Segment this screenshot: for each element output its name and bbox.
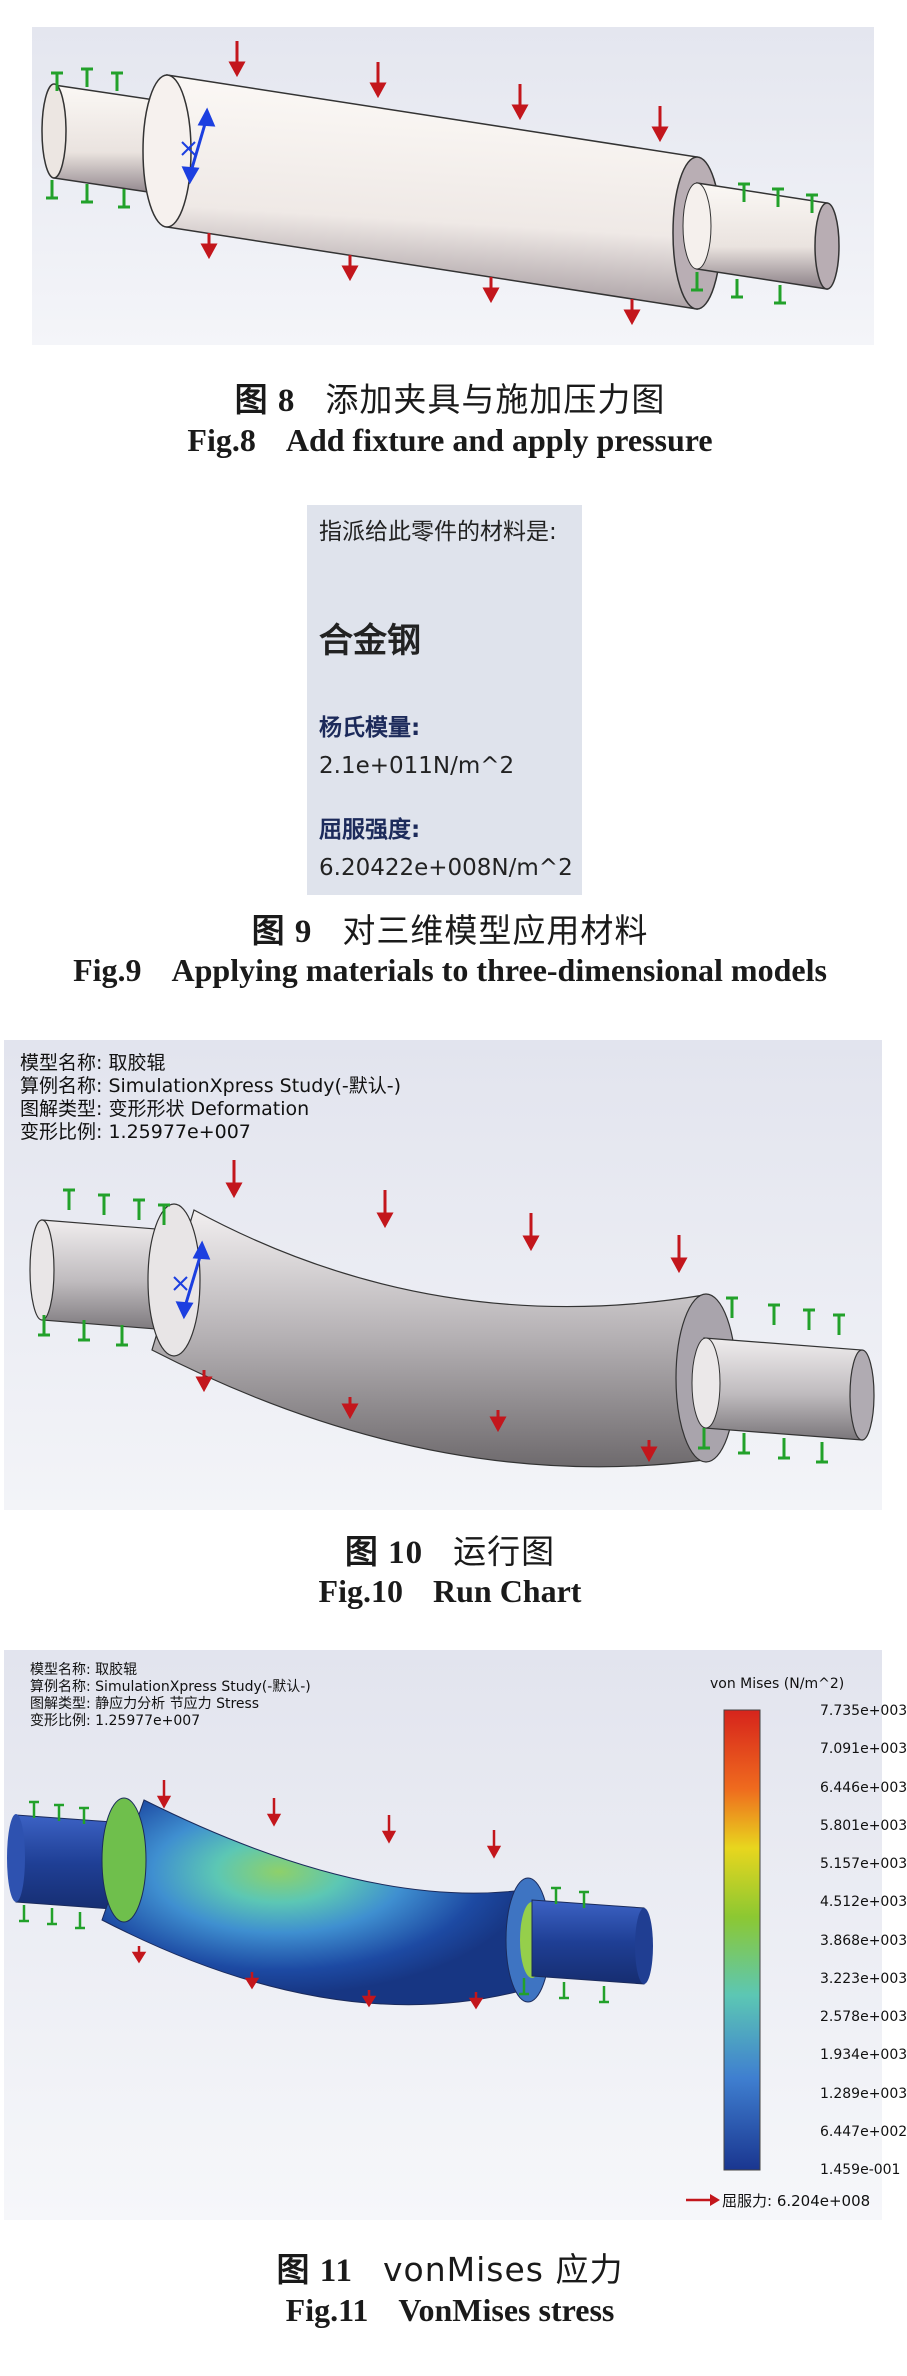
figure-9-title-en: Applying materials to three-dimensional … <box>171 952 827 988</box>
legend-value: 3.223e+003 <box>820 1970 907 1987</box>
figure-8-number-en: Fig.8 <box>187 422 256 458</box>
stress-study-name: 算例名称: SimulationXpress Study(-默认-) <box>30 1679 311 1695</box>
run-deformation-scale: 变形比例: 1.25977e+007 <box>20 1121 251 1143</box>
figure-10-title-cn: 运行图 <box>453 1532 556 1571</box>
legend-value: 7.091e+003 <box>820 1741 907 1758</box>
figure-9-number-cn: 图 9 <box>251 914 313 950</box>
yield-strength-label: 屈服强度: <box>319 817 421 843</box>
figure-11-number-cn: 图 11 <box>276 2253 353 2289</box>
figure-10-number-en: Fig.10 <box>318 1573 403 1609</box>
figure-9-number-en: Fig.9 <box>73 952 142 988</box>
figure-11-title-cn: vonMises 应力 <box>382 2250 624 2289</box>
figure-8-image <box>32 27 874 345</box>
yield-strength-value: 6.20422e+008N/m^2 <box>319 855 573 881</box>
figure-9-caption-cn: 图 9 对三维模型应用材料 <box>0 904 900 952</box>
figure-11-image: 模型名称: 取胶辊 算例名称: SimulationXpress Study(-… <box>4 1650 882 2220</box>
figure-10-caption-en: Fig.10 Run Chart <box>0 1573 900 1610</box>
legend-value: 3.868e+003 <box>820 1932 907 1949</box>
material-panel: 指派给此零件的材料是: 合金钢 杨氏模量: 2.1e+011N/m^2 屈服强度… <box>307 505 582 895</box>
stress-model-name: 模型名称: 取胶辊 <box>30 1662 138 1678</box>
legend-value: 2.578e+003 <box>820 2009 907 2025</box>
figure-11-caption-en: Fig.11 VonMises stress <box>0 2292 900 2329</box>
run-plot-type: 图解类型: 变形形状 Deformation <box>20 1098 310 1120</box>
legend-value: 5.801e+003 <box>820 1817 907 1834</box>
legend-value: 1.934e+003 <box>820 2047 907 2064</box>
legend-value: 6.446e+003 <box>820 1779 907 1796</box>
figure-10-number-cn: 图 10 <box>344 1535 424 1571</box>
youngs-modulus-label: 杨氏模量: <box>319 715 421 741</box>
figure-9-caption-en: Fig.9 Applying materials to three-dimensi… <box>0 952 900 989</box>
figure-9-title-cn: 对三维模型应用材料 <box>342 911 649 950</box>
figure-8-title-en: Add fixture and apply pressure <box>285 422 713 458</box>
figure-11-caption-cn: 图 11 vonMises 应力 <box>0 2243 900 2291</box>
legend-value: 6.447e+002 <box>820 2123 907 2140</box>
legend-value: 7.735e+003 <box>820 1703 907 1719</box>
figure-11-number-en: Fig.11 <box>285 2292 369 2328</box>
figure-10-image: 模型名称: 取胶辊 算例名称: SimulationXpress Study(-… <box>4 1040 882 1510</box>
yield-force-label: 屈服力: 6.204e+008 <box>722 2192 871 2210</box>
figure-11-title-en: VonMises stress <box>398 2292 615 2328</box>
figure-10-title-en: Run Chart <box>432 1573 582 1609</box>
figure-8-caption-en: Fig.8 Add fixture and apply pressure <box>0 422 900 459</box>
run-info-block: 模型名称: 取胶辊 算例名称: SimulationXpress Study(-… <box>20 1052 401 1144</box>
figure-10-caption-cn: 图 10 运行图 <box>0 1525 900 1573</box>
legend-value: 5.157e+003 <box>820 1856 907 1872</box>
legend-value: 1.459e-001 <box>820 2162 901 2178</box>
figure-8-number-cn: 图 8 <box>234 383 296 419</box>
legend-title: von Mises (N/m^2) <box>710 1676 845 1692</box>
material-question: 指派给此零件的材料是: <box>319 519 557 545</box>
figure-8-caption-cn: 图 8 添加夹具与施加压力图 <box>0 373 900 421</box>
legend-value: 4.512e+003 <box>820 1894 907 1911</box>
run-study-name: 算例名称: SimulationXpress Study(-默认-) <box>20 1075 402 1097</box>
youngs-modulus-value: 2.1e+011N/m^2 <box>319 753 515 779</box>
legend-value: 1.289e+003 <box>820 2085 907 2102</box>
run-model-name: 模型名称: 取胶辊 <box>20 1052 166 1074</box>
figure-8-title-cn: 添加夹具与施加压力图 <box>325 380 666 419</box>
stress-info-block: 模型名称: 取胶辊 算例名称: SimulationXpress Study(-… <box>30 1662 311 1730</box>
stress-deformation-scale: 变形比例: 1.25977e+007 <box>30 1713 201 1729</box>
stress-plot-type: 图解类型: 静应力分析 节应力 Stress <box>30 1696 260 1712</box>
material-name: 合金钢 <box>319 621 421 661</box>
